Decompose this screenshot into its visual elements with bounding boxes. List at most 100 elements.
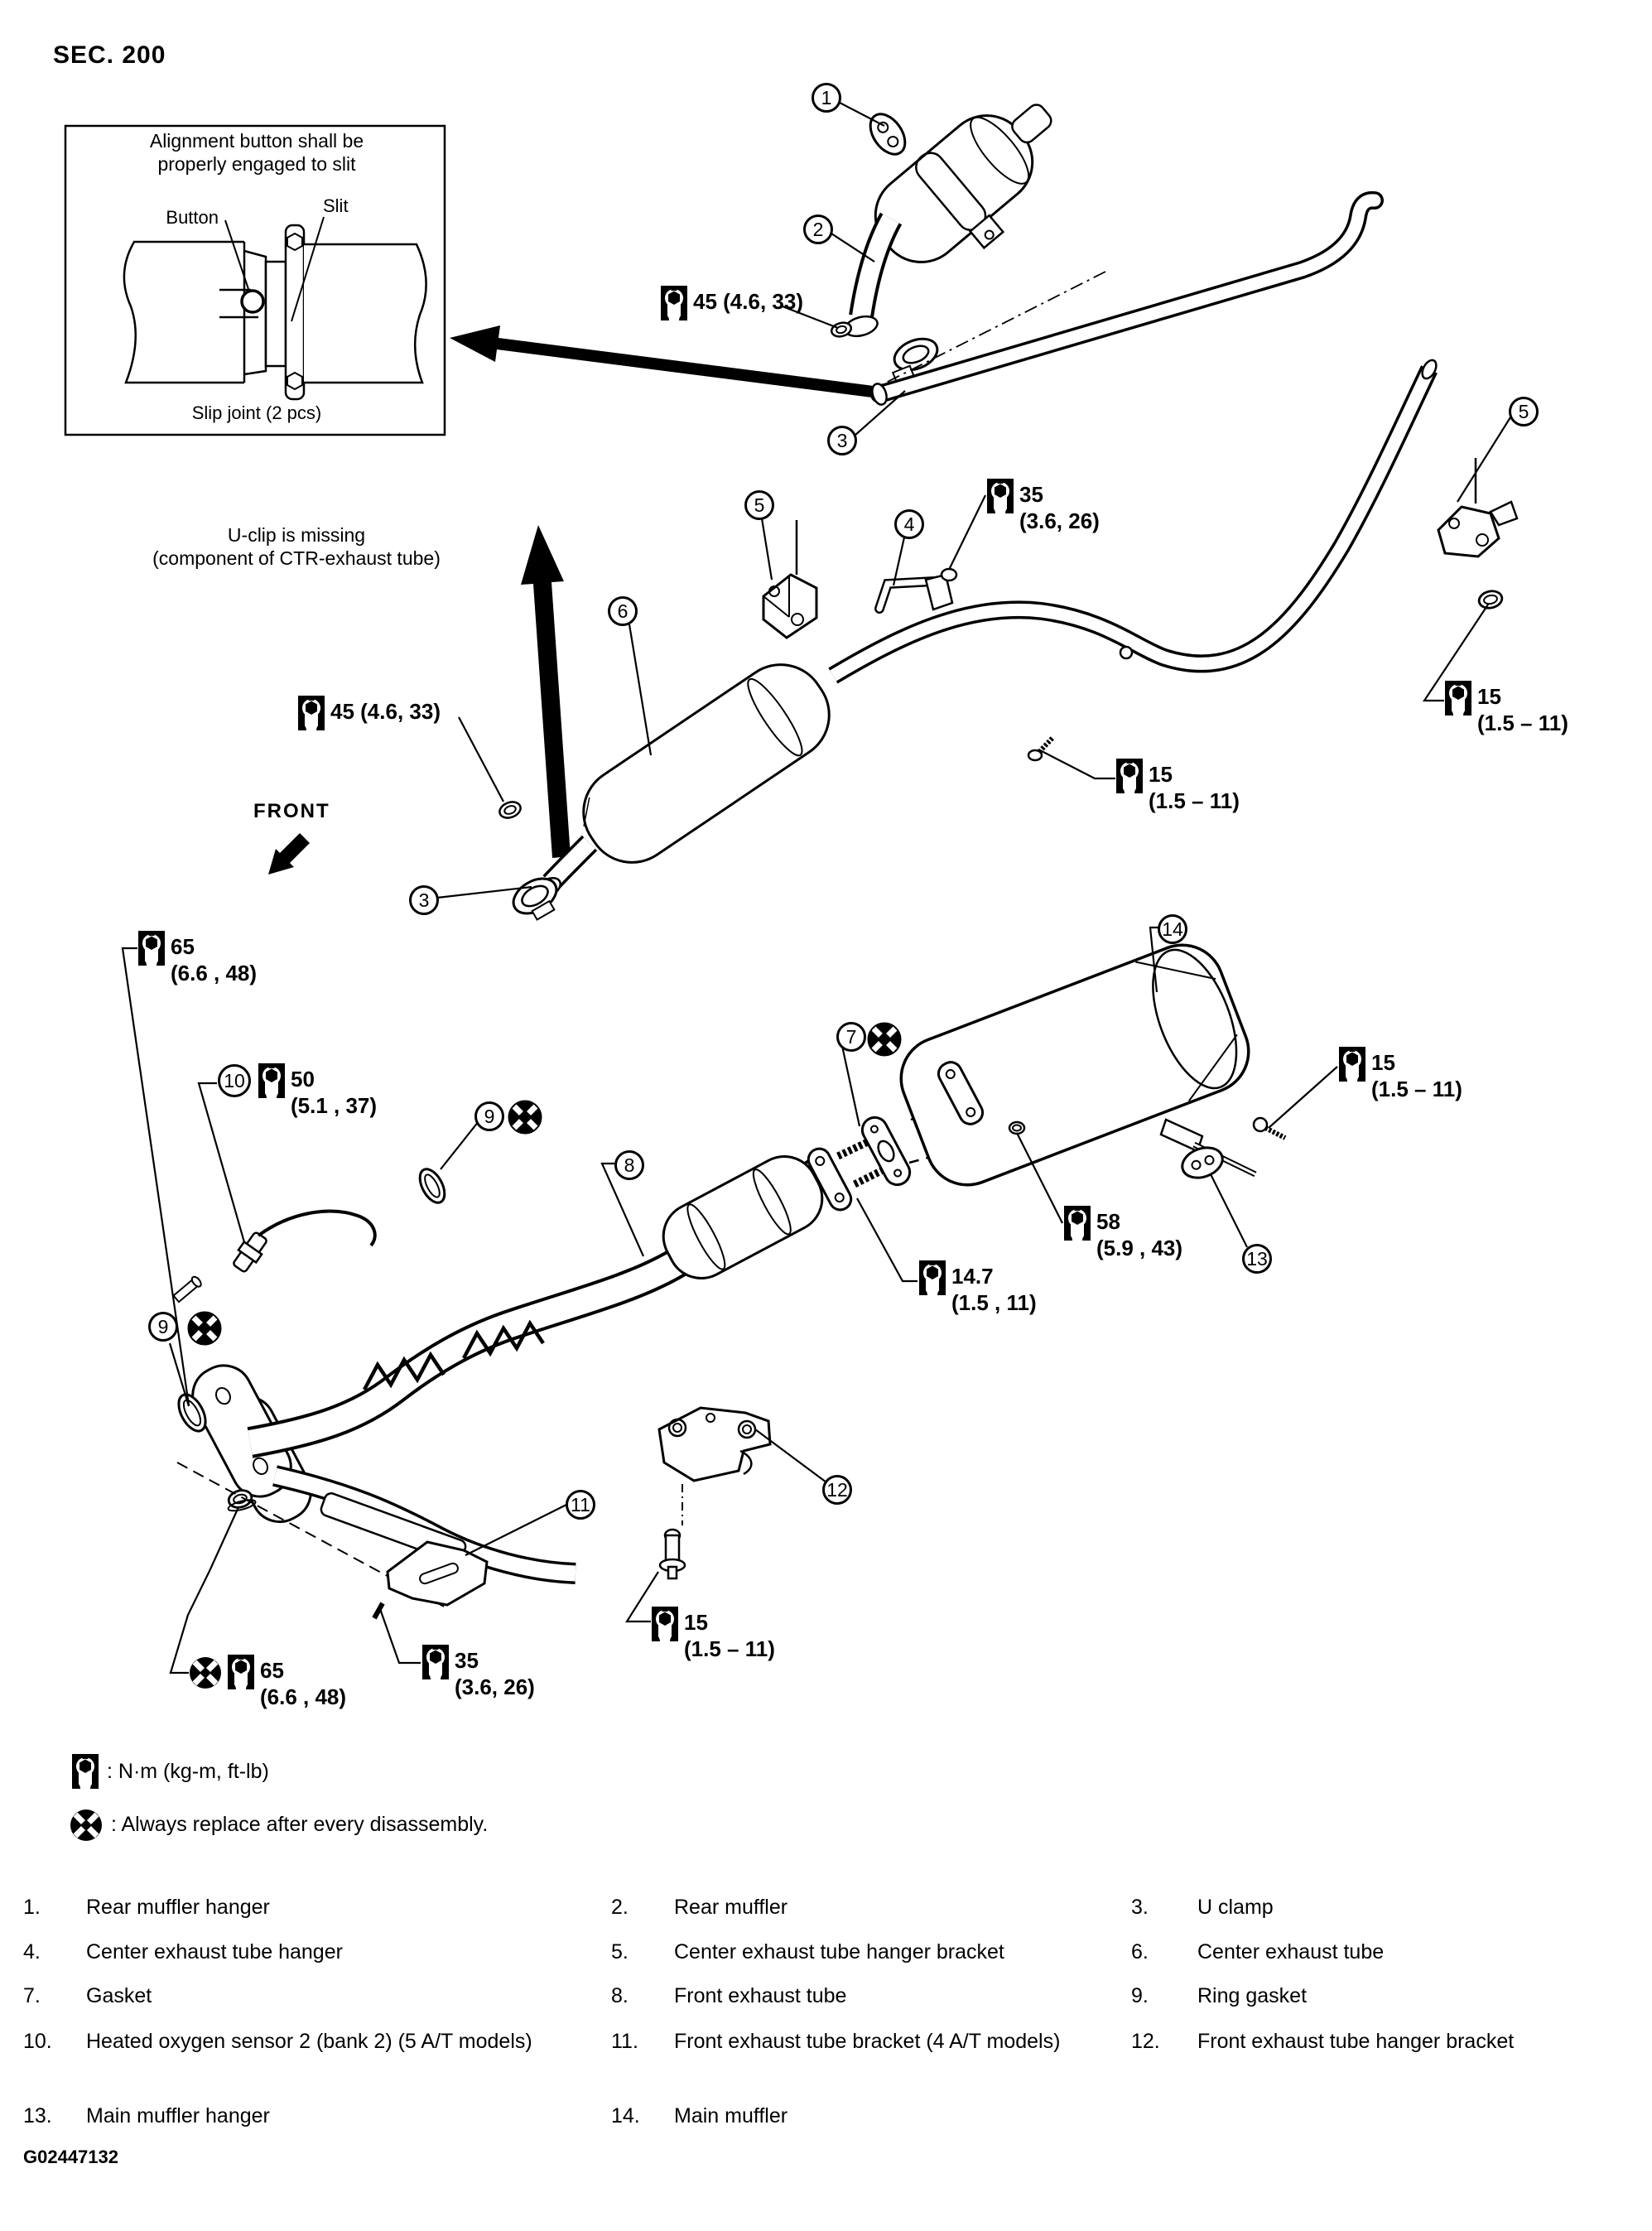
- inset-note: Alignment button shall be properly engag…: [132, 129, 381, 176]
- wrench-icon: [298, 696, 325, 730]
- part-item-14: 14.Main muffler: [611, 2104, 788, 2127]
- callout-7: 7: [836, 1022, 866, 1052]
- button-label: Button: [166, 207, 219, 228]
- front-exhaust-tube: [172, 1103, 953, 1620]
- center-exhaust-tube-rear: [870, 190, 1384, 406]
- callout-11: 11: [566, 1490, 595, 1520]
- slip-joint-caption: Slip joint (2 pcs): [191, 402, 322, 423]
- center-exhaust-tube-front: [828, 359, 1438, 762]
- wrench-icon: [1339, 1047, 1365, 1082]
- callout-3-lower: 3: [409, 885, 439, 915]
- gasket-nut: [830, 321, 853, 338]
- x-icon: [189, 1656, 222, 1689]
- wrench-icon: [1064, 1206, 1091, 1241]
- callout-3-upper: 3: [827, 426, 857, 455]
- part-item-7: 7.Gasket: [23, 1984, 152, 2007]
- callout-10: 10: [218, 1064, 251, 1097]
- uclip-note: U-clip is missing (component of CTR-exha…: [131, 523, 462, 570]
- ring-gasket-left: [177, 1393, 207, 1433]
- screw-right: [1252, 1116, 1287, 1140]
- gasket-part: [860, 1116, 912, 1187]
- front-arrow: [268, 833, 310, 875]
- main-muffler-hanger-part: [1181, 1146, 1224, 1179]
- callout-1: 1: [812, 83, 841, 113]
- torque-35-bottom: 35(3.6, 26): [422, 1645, 535, 1701]
- torque-45-left: 45 (4.6, 33): [298, 696, 441, 730]
- screw: [1027, 735, 1056, 762]
- hanger-bracket-12: [657, 1406, 772, 1580]
- wrench-icon: [1116, 759, 1143, 793]
- slit-label: Slit: [323, 195, 349, 216]
- bolt: [658, 1528, 686, 1580]
- wrench-icon: [422, 1645, 449, 1679]
- part-item-3: 3.U clamp: [1131, 1896, 1274, 1919]
- callout-9-right: 9: [474, 1101, 504, 1131]
- section-title: SEC. 200: [53, 41, 166, 69]
- wrench-icon: [228, 1655, 254, 1689]
- flange-nut: [498, 801, 522, 819]
- callout-12: 12: [822, 1475, 852, 1505]
- torque-15-bottom-right: 15(1.5 – 11): [1339, 1047, 1462, 1103]
- legend-torque-text: : N·m (kg-m, ft-lb): [107, 1759, 269, 1783]
- hanger-bracket-mid: [762, 520, 818, 639]
- uclip-note-line2: (component of CTR-exhaust tube): [152, 547, 441, 569]
- torque-35-mid: 35(3.6, 26): [987, 479, 1100, 535]
- torque-15-right: 15(1.5 – 11): [1445, 681, 1568, 737]
- callout-6: 6: [608, 596, 638, 626]
- callout-14: 14: [1158, 914, 1187, 944]
- wrench-icon: [258, 1063, 285, 1098]
- callout-5-mid: 5: [744, 490, 774, 520]
- torque-58: 58(5.9 , 43): [1064, 1206, 1182, 1262]
- rear-muffler: [830, 104, 1052, 384]
- rear-muffler-hanger-part: [869, 113, 907, 156]
- wrench-icon: [919, 1260, 946, 1295]
- stud-nut: [227, 1489, 257, 1512]
- callout-8: 8: [614, 1150, 644, 1180]
- hanger-rod: [874, 567, 958, 614]
- callout-2: 2: [803, 214, 833, 244]
- wrench-icon: [138, 931, 165, 966]
- oxygen-sensor: [233, 1209, 377, 1273]
- torque-65-bottom: 65(6.6 , 48): [189, 1655, 346, 1711]
- front-label: FRONT: [253, 800, 330, 822]
- torque-45-top: 45 (4.6, 33): [661, 286, 803, 320]
- part-item-12: 12.Front exhaust tube hanger bracket: [1131, 2030, 1515, 2053]
- part-item-11: 11.Front exhaust tube bracket (4 A/T mod…: [611, 2030, 1061, 2053]
- part-item-8: 8.Front exhaust tube: [611, 1984, 847, 2007]
- front-tube-bracket: [372, 1540, 489, 1620]
- wrench-icon: [1445, 681, 1471, 716]
- hanger-bracket-right: [1437, 458, 1519, 610]
- ring-gasket-right: [418, 1168, 446, 1204]
- part-item-1: 1.Rear muffler hanger: [23, 1896, 270, 1919]
- wrench-icon: [987, 479, 1014, 513]
- alignment-button: [240, 289, 265, 314]
- uclip-note-line1: U-clip is missing: [227, 524, 366, 546]
- wrench-icon: [652, 1607, 678, 1641]
- torque-50: 50(5.1 , 37): [258, 1063, 377, 1120]
- exhaust-system-diagram: [64, 102, 1519, 1674]
- part-item-2: 2.Rear muffler: [611, 1896, 788, 1919]
- callout-5-right: 5: [1509, 397, 1539, 426]
- torque-14-7: 14.7(1.5 , 11): [919, 1260, 1037, 1317]
- left-arrow: [450, 325, 880, 398]
- torque-65-top: 65(6.6 , 48): [138, 931, 257, 987]
- part-item-4: 4.Center exhaust tube hanger: [23, 1940, 343, 1964]
- torque-15-bottom-mid: 15(1.5 – 11): [652, 1607, 775, 1663]
- main-muffler: [899, 943, 1287, 1187]
- legend-replace-text: : Always replace after every disassembly…: [111, 1812, 489, 1836]
- wrench-icon: [661, 286, 687, 320]
- inset-note-line2: properly engaged to slit: [157, 153, 356, 175]
- figure-id: G02447132: [23, 2147, 118, 2167]
- part-item-6: 6.Center exhaust tube: [1131, 1940, 1385, 1964]
- legend-torque: : N·m (kg-m, ft-lb): [72, 1754, 269, 1789]
- part-item-5: 5.Center exhaust tube hanger bracket: [611, 1940, 1004, 1964]
- part-item-13: 13.Main muffler hanger: [23, 2104, 270, 2127]
- part-item-9: 9.Ring gasket: [1131, 1984, 1308, 2007]
- torque-15-mid: 15(1.5 – 11): [1116, 759, 1240, 815]
- up-arrow: [521, 525, 571, 858]
- callout-4: 4: [894, 509, 924, 539]
- inset-note-line1: Alignment button shall be: [149, 130, 364, 152]
- slip-joint-inset: [64, 124, 446, 436]
- part-item-10: 10.Heated oxygen sensor 2 (bank 2) (5 A/…: [23, 2030, 532, 2053]
